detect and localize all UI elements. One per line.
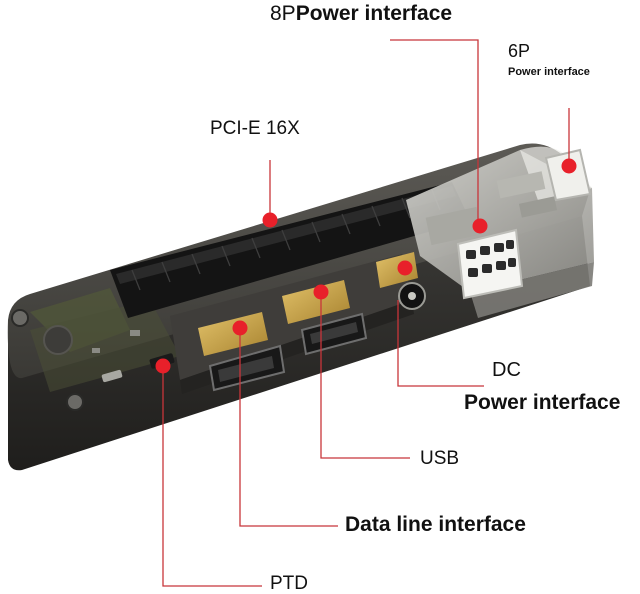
- label-dc: DC: [492, 359, 521, 381]
- marker-6p: [561, 158, 577, 174]
- power-socket-6p: [496, 148, 592, 218]
- leader-line-8p: [390, 39, 479, 222]
- adapter-board: [7, 143, 594, 471]
- label-ptd: PTD: [270, 573, 308, 594]
- leader-line-dc: [397, 300, 484, 387]
- label-usb: USB: [420, 448, 460, 469]
- label-8p-text: Power interface: [295, 2, 453, 25]
- leader-lines: [162, 39, 570, 587]
- label-pcie-16x: PCI-E 16X: [210, 118, 300, 139]
- label-dc-power-interface: Power interface: [464, 391, 621, 414]
- marker-8p: [472, 218, 488, 234]
- label-8p-prefix: 8P: [270, 2, 296, 25]
- label-8p-power-interface: 8PPower interface: [270, 3, 452, 24]
- label-6p-power-interface: Power interface: [508, 66, 590, 78]
- marker-ptd: [155, 358, 171, 374]
- marker-data: [232, 320, 248, 336]
- power-socket-8p: [456, 228, 524, 300]
- pcie-slot: [110, 182, 470, 318]
- usb-port: [282, 280, 368, 356]
- label-6p: 6P: [508, 41, 531, 61]
- markers: [155, 158, 577, 374]
- leader-line-usb: [320, 292, 410, 459]
- leader-line-data: [239, 328, 338, 527]
- marker-usb: [313, 284, 329, 300]
- marker-pcie: [262, 212, 278, 228]
- data-line-port: [198, 312, 286, 392]
- leader-line-ptd: [162, 366, 262, 587]
- marker-dc: [397, 260, 413, 276]
- label-data-line-interface: Data line interface: [345, 513, 526, 536]
